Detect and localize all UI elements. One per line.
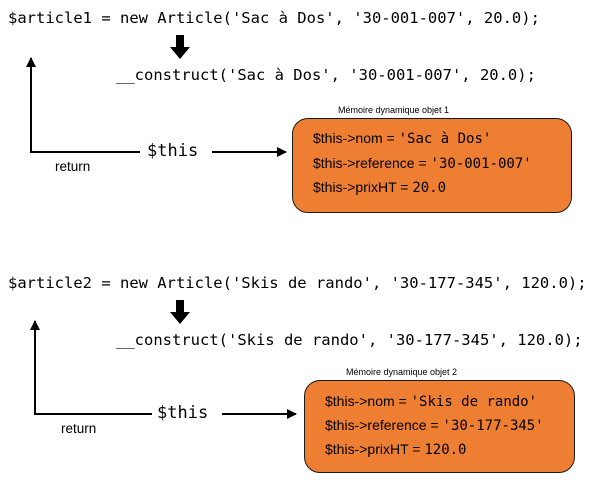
memory-value: 'Sac à Dos' (398, 131, 492, 147)
instantiation-line: $article2 = new Article('Skis de rando',… (8, 274, 587, 292)
this-label: $this (157, 403, 209, 423)
return-arrow-icon (26, 57, 140, 153)
memory-row: $this->reference = '30-001-007' (313, 155, 532, 172)
memory-value: 20.0 (412, 180, 447, 196)
memory-prop: $this->nom = (313, 130, 399, 146)
return-label: return (55, 159, 91, 174)
memory-value: 120.0 (424, 442, 467, 458)
memory-row: $this->prixHT = 120.0 (325, 441, 467, 458)
return-arrow-icon (30, 320, 152, 415)
memory-value: 'Skis de rando' (410, 394, 538, 410)
arrow-down-icon (170, 35, 190, 59)
memory-title: Mémoire dynamique objet 1 (338, 105, 450, 115)
memory-prop: $this->reference = (313, 155, 431, 171)
memory-value: '30-177-345' (442, 418, 544, 434)
memory-box: $this->nom = 'Skis de rando' $this->refe… (304, 380, 575, 473)
construct-call: __construct('Sac à Dos', '30-001-007', 2… (116, 66, 536, 84)
memory-prop: $this->nom = (325, 393, 411, 409)
memory-box: $this->nom = 'Sac à Dos' $this->referenc… (292, 118, 572, 213)
construct-call: __construct('Skis de rando', '30-177-345… (116, 331, 583, 349)
memory-row: $this->reference = '30-177-345' (325, 417, 544, 434)
memory-prop: $this->prixHT = (313, 179, 413, 195)
memory-title: Mémoire dynamique objet 2 (346, 367, 458, 377)
memory-prop: $this->prixHT = (325, 441, 425, 457)
memory-prop: $this->reference = (325, 417, 443, 433)
arrow-down-icon (170, 300, 190, 324)
memory-value: '30-001-007' (430, 156, 532, 172)
memory-row: $this->nom = 'Skis de rando' (325, 393, 537, 410)
this-label: $this (147, 141, 199, 161)
memory-row: $this->nom = 'Sac à Dos' (313, 130, 491, 147)
instantiation-line: $article1 = new Article('Sac à Dos', '30… (8, 9, 540, 27)
memory-row: $this->prixHT = 20.0 (313, 179, 446, 196)
return-label: return (61, 421, 97, 436)
